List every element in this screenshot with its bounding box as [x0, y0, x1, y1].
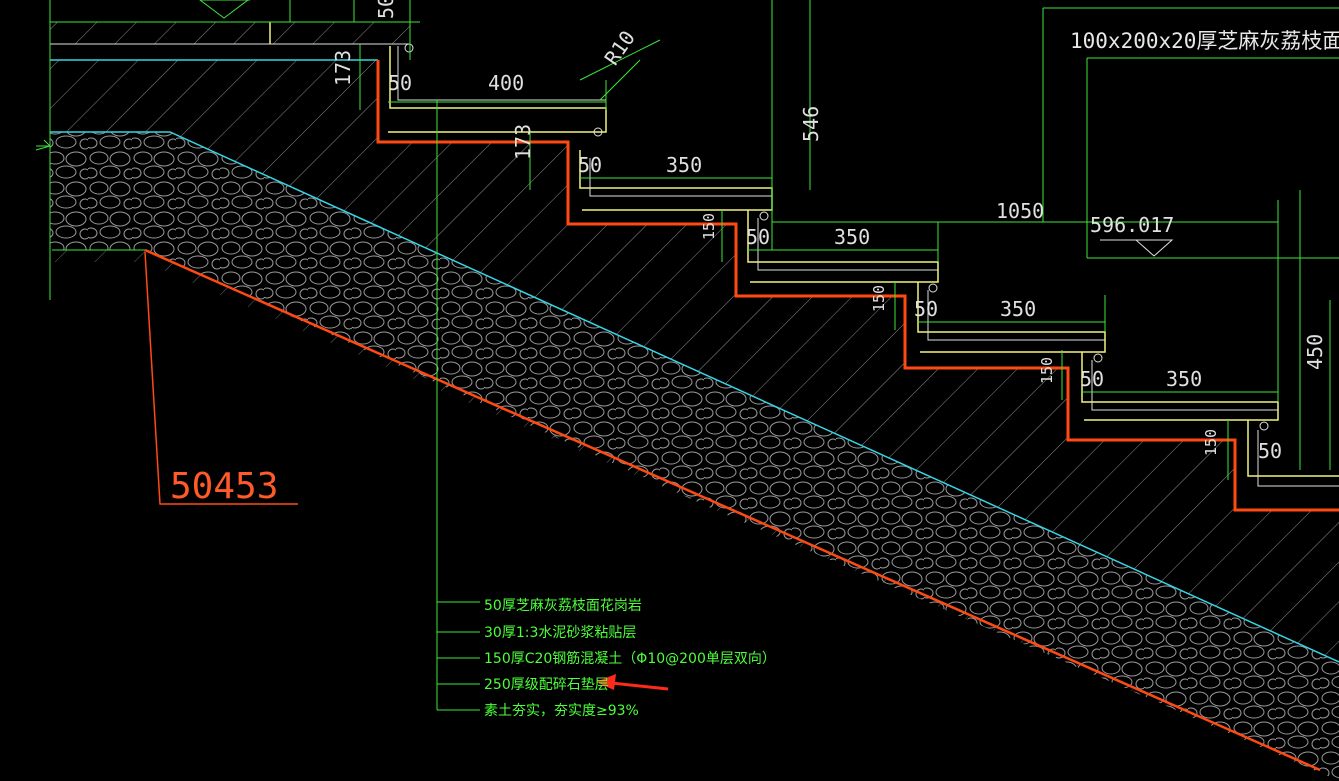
dimension-lines — [35, 0, 1339, 711]
orange-step-line — [376, 60, 1339, 512]
gravel-layer — [50, 132, 1339, 781]
orange-soil-line — [144, 248, 1321, 772]
markup-leader — [144, 251, 298, 505]
elevation-label: 596.017 — [1090, 213, 1174, 237]
layer-note-4: 250厚级配碎石垫层 — [484, 677, 609, 693]
dim-w50-f: 50 — [1258, 439, 1282, 463]
dim-tread-350a: 350 — [666, 153, 702, 177]
soil-mask-lower — [0, 262, 1339, 781]
dim-top-50: 50 — [374, 0, 398, 19]
top-paving — [49, 21, 411, 45]
dim-w50-a: 50 — [388, 71, 412, 95]
markup-number: 50453 — [170, 466, 278, 507]
top-material-note: 100x200x20厚芝麻灰荔枝面花 — [1070, 29, 1339, 53]
concrete-slab — [50, 60, 1339, 662]
dim-height-450: 450 — [1303, 334, 1327, 370]
dim-tread-350d: 350 — [1166, 367, 1202, 391]
dim-w50-e: 50 — [1080, 367, 1104, 391]
dim-tread-400: 400 — [488, 71, 524, 95]
dim-tread-350b: 350 — [834, 225, 870, 249]
layer-note-3: 150厚C20钢筋混凝土（Φ10@200单层双向） — [484, 650, 776, 667]
dim-riser-150a: 150 — [700, 213, 718, 240]
dim-w50-c: 50 — [746, 225, 770, 249]
dim-height-546: 546 — [799, 106, 823, 142]
dim-tread-350c: 350 — [1000, 297, 1036, 321]
layer-note-5: 素土夯实，夯实度≥93% — [484, 703, 639, 719]
dim-w50-d: 50 — [914, 297, 938, 321]
dim-riser-150b: 150 — [870, 285, 888, 312]
radius-label: R10 — [600, 26, 640, 69]
dim-w50-b: 50 — [578, 153, 602, 177]
dim-riser-173b: 173 — [511, 124, 535, 160]
dim-riser-173a: 173 — [331, 50, 355, 86]
dim-riser-150d: 150 — [1202, 429, 1220, 456]
dim-span-1050: 1050 — [996, 199, 1044, 223]
dim-riser-150c: 150 — [1038, 357, 1056, 384]
layer-note-1: 50厚芝麻灰荔枝面花岗岩 — [484, 598, 642, 614]
cyan-boundary — [50, 131, 1339, 663]
layer-note-2: 30厚1:3水泥砂浆粘贴层 — [484, 625, 636, 641]
